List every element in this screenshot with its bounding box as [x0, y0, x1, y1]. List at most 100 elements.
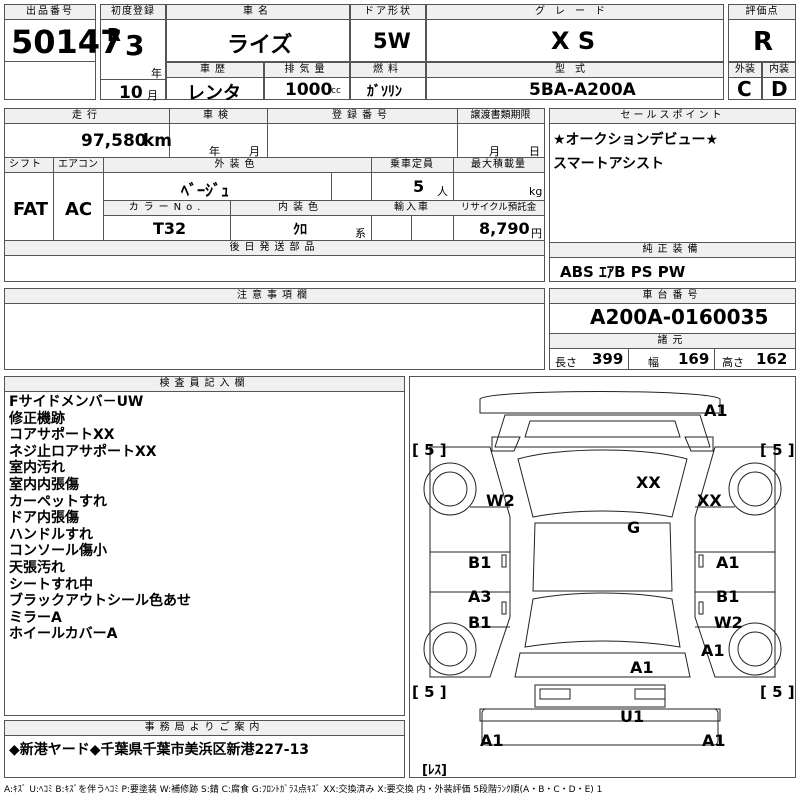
reg-month: 10: [119, 83, 143, 103]
damage-left-rear-corner: A1: [480, 731, 504, 750]
int-color-unit: 系: [355, 227, 366, 240]
office-label: 事務局よりご案内: [5, 721, 404, 736]
damage-windshield: G: [627, 518, 641, 537]
inspector-note: ミラーA: [9, 609, 62, 626]
mileage-unit: km: [143, 131, 173, 151]
ext-color-label: 外装色: [103, 158, 371, 173]
damage-left-front-door: B1: [468, 553, 492, 572]
int-color: ｸﾛ: [293, 222, 307, 238]
legend: A:ｷｽﾞ U:ﾍｺﾐ B:ｷｽﾞを伴うﾍｺﾐ P:要塗装 W:補修跡 S:錆 …: [4, 785, 603, 795]
doors-label: ドア形状: [351, 5, 425, 20]
details-box: 走行 車検 登録番号 譲渡書類期限 97,580 km 年 月 月 日 シフト …: [4, 108, 545, 282]
grade-box: グレード X S: [426, 4, 724, 62]
rating-box: 評価点 R: [728, 4, 796, 62]
selling-point-1: ★オークションデビュー★: [553, 132, 719, 148]
capacity: 5: [413, 177, 425, 196]
history-label: 車歴: [167, 63, 263, 78]
spare-tire: [ﾚｽ]: [422, 763, 447, 778]
inspector-note: コアサポートXX: [9, 427, 115, 444]
max-load-unit: kg: [529, 185, 543, 198]
inspector-note: コンソール傷小: [9, 543, 107, 560]
car-diagram-box: [ 5 ] [ 5 ] [ 5 ] [ 5 ] [ﾚｽ] A1 XX W2 XX…: [409, 376, 796, 778]
car-outline-diagram: [423, 391, 782, 746]
tire-front-right: [ 5 ]: [760, 441, 795, 459]
int-grade: D: [771, 77, 788, 101]
damage-hood-core: XX: [636, 473, 661, 492]
height: 162: [756, 350, 788, 368]
roof: [532, 522, 673, 592]
lot-number: 50147: [11, 23, 123, 61]
transfer-month-unit: 月: [489, 145, 500, 158]
inspector-note: Fサイドメンバ－UW: [9, 394, 144, 410]
height-label: 高さ: [722, 356, 744, 369]
damage-front-bumper: A1: [704, 401, 728, 420]
transfer-day-unit: 日: [529, 145, 540, 158]
aircon-label: エアコン: [53, 158, 103, 173]
displacement-unit: cc: [331, 86, 341, 96]
inspector-note: シートすれ中: [9, 576, 93, 593]
import-label: 輸入車: [371, 201, 453, 216]
recycle-unit: 円: [531, 227, 542, 240]
damage-right-rear-door-2: W2: [714, 613, 743, 632]
reg-year: 3: [125, 29, 145, 62]
rear-bumper: [534, 684, 666, 708]
registration-label: 登録番号: [267, 109, 457, 124]
office-text: ◆新港ヤード◆千葉県千葉市美浜区新港227-13: [9, 742, 310, 758]
underbody: [481, 708, 719, 746]
recycle-label: リサイクル預託金: [453, 201, 544, 216]
hood: [494, 414, 711, 448]
rating: R: [753, 27, 774, 57]
width: 169: [678, 350, 710, 368]
chassis-number: A200A-0160035: [590, 305, 769, 329]
rating-label: 評価点: [729, 5, 795, 20]
history: レンタ: [187, 83, 241, 104]
equipment: ABS ｴｱB PS PW: [560, 263, 686, 281]
damage-left-rear-door: A3: [468, 587, 492, 606]
int-grade-box: 内装 D: [762, 62, 796, 101]
mileage-label: 走行: [5, 109, 169, 124]
right-side: [694, 446, 776, 678]
inspector-note: 天張汚れ: [9, 559, 65, 576]
int-grade-label: 内装: [763, 63, 795, 78]
selling-points-label: セールスポイント: [550, 109, 795, 124]
left-side: [429, 446, 511, 678]
inspector-note: 修正機跡: [9, 410, 65, 427]
length: 399: [592, 350, 624, 368]
ext-color: ﾍﾞｰｼﾞｭ: [181, 181, 230, 200]
inspector-note: 室内汚れ: [9, 460, 65, 477]
damage-rear-bumper: U1: [620, 707, 645, 726]
ext-grade-box: 外装 C: [728, 62, 762, 101]
lot-box: 出品番号 50147: [4, 4, 122, 100]
car-name: ライズ: [227, 33, 293, 58]
left-rear-wheel: [423, 622, 477, 676]
damage-right-fender: XX: [697, 491, 722, 510]
ext-grade: C: [737, 77, 752, 101]
selling-points-box: セールスポイント ★オークションデビュー★ スマートアシスト 純正装備 ABS …: [549, 108, 796, 282]
recycle: 8,790: [479, 219, 530, 238]
right-rear-wheel: [728, 622, 782, 676]
left-front-wheel: [423, 462, 477, 516]
damage-right-quarter: A1: [701, 641, 725, 660]
lot-label: 出品番号: [5, 5, 95, 20]
caution-box: 注意事項欄: [4, 288, 545, 370]
grade-label: グレード: [427, 5, 723, 20]
month-unit: 月: [147, 89, 158, 102]
first-reg-box: 初度登録 R 3 年 10 月: [100, 4, 166, 103]
first-reg-label: 初度登録: [101, 5, 165, 20]
shift-label: シフト: [5, 158, 53, 173]
car-name-box: 車名 ライズ: [166, 4, 350, 62]
inspector-note: カーペットすれ: [9, 493, 107, 510]
tire-rear-left: [ 5 ]: [412, 683, 447, 701]
damage-left-rear-door-2: B1: [468, 613, 492, 632]
car-name-label: 車名: [167, 5, 349, 20]
inspector-note: ホイールカバーA: [9, 626, 118, 643]
capacity-unit: 人: [437, 185, 448, 198]
inspector-note: ネジ止ロアサポートXX: [9, 443, 157, 460]
transfer-label: 譲渡書類期限: [457, 109, 544, 124]
tailgate: [514, 652, 691, 678]
fuel-box: 燃料 ｶﾞｿﾘﾝ: [350, 62, 426, 100]
later-parts-label: 後日発送部品: [5, 241, 544, 256]
doors: 5W: [373, 29, 411, 53]
history-box: 車歴 レンタ: [166, 62, 264, 104]
